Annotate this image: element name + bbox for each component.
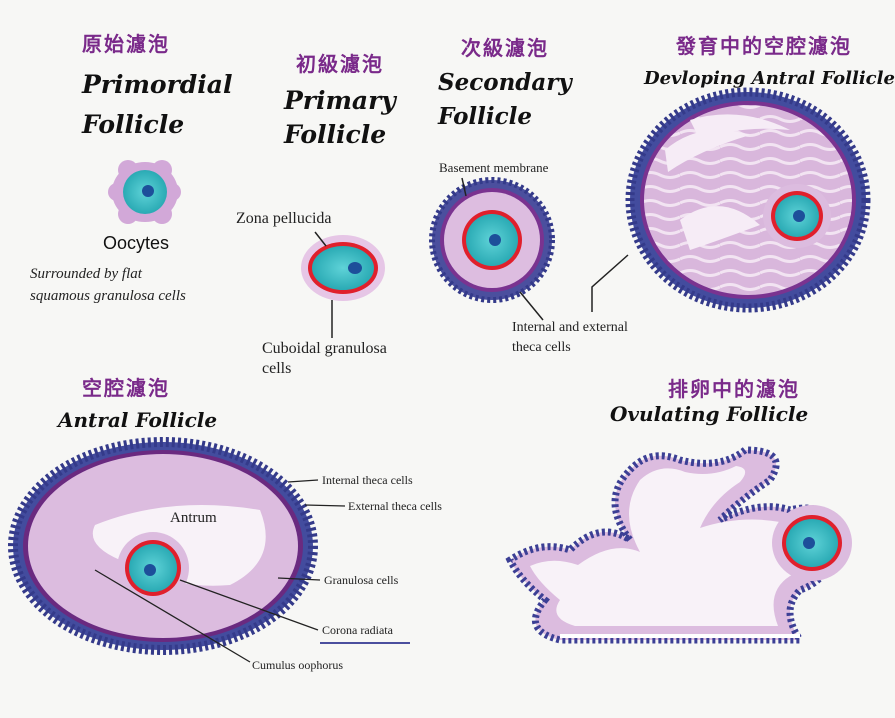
primordial-note-line2: squamous granulosa cells (30, 288, 186, 304)
primary-title-line1: Primary (284, 86, 396, 115)
ovulating-title: Ovulating Follicle (610, 402, 809, 426)
developing-zh-title: 發育中的空腔濾泡 (676, 34, 852, 58)
primary-follicle (301, 231, 385, 338)
primordial-follicle (108, 160, 181, 224)
secondary-title-line1: Secondary (438, 69, 572, 96)
ovulating-nucleus (803, 537, 815, 549)
antral-title: Antral Follicle (58, 408, 218, 432)
developing-nucleus (793, 210, 805, 222)
secondary-zh-title: 次級濾泡 (461, 36, 549, 60)
primary-zh-title: 初級濾泡 (296, 52, 384, 76)
zona-pellucida-label: Zona pellucida (236, 210, 332, 227)
external-theca-label: External theca cells (348, 499, 442, 513)
secondary-follicle (429, 177, 629, 321)
cuboidal-label-line1: Cuboidal granulosa (262, 340, 387, 357)
theca-label-line1: Internal and external (512, 320, 628, 335)
antral-follicle (8, 437, 410, 663)
primary-nucleus (348, 262, 362, 274)
corona-radiata-label: Corona radiata (322, 623, 393, 637)
basement-membrane-label: Basement membrane (439, 160, 549, 175)
primordial-title-line1: Primordial (82, 70, 233, 99)
antral-nucleus (144, 564, 156, 576)
primordial-nucleus (142, 185, 154, 197)
cumulus-oophorus-label: Cumulus oophorus (252, 658, 344, 672)
secondary-nucleus (489, 234, 501, 246)
oocytes-label: Oocytes (103, 233, 170, 253)
internal-theca-label: Internal theca cells (322, 473, 413, 487)
primordial-zh-title: 原始濾泡 (82, 32, 170, 56)
secondary-title-line2: Follicle (438, 103, 532, 130)
primordial-note-line1: Surrounded by flat (30, 266, 142, 282)
ovulating-follicle (505, 446, 852, 644)
granulosa-label: Granulosa cells (324, 573, 399, 587)
primary-title-line2: Follicle (284, 120, 387, 149)
antrum-label: Antrum (170, 510, 217, 526)
developing-title: Devloping Antral Follicle (644, 68, 895, 89)
primordial-title-line2: Follicle (82, 110, 185, 139)
ovulating-zh-title: 排卵中的濾泡 (668, 377, 800, 401)
developing-antral-follicle (625, 87, 871, 313)
theca-label-line2: theca cells (512, 340, 571, 355)
cuboidal-label-line2: cells (262, 360, 292, 377)
antral-zh-title: 空腔濾泡 (82, 376, 170, 400)
